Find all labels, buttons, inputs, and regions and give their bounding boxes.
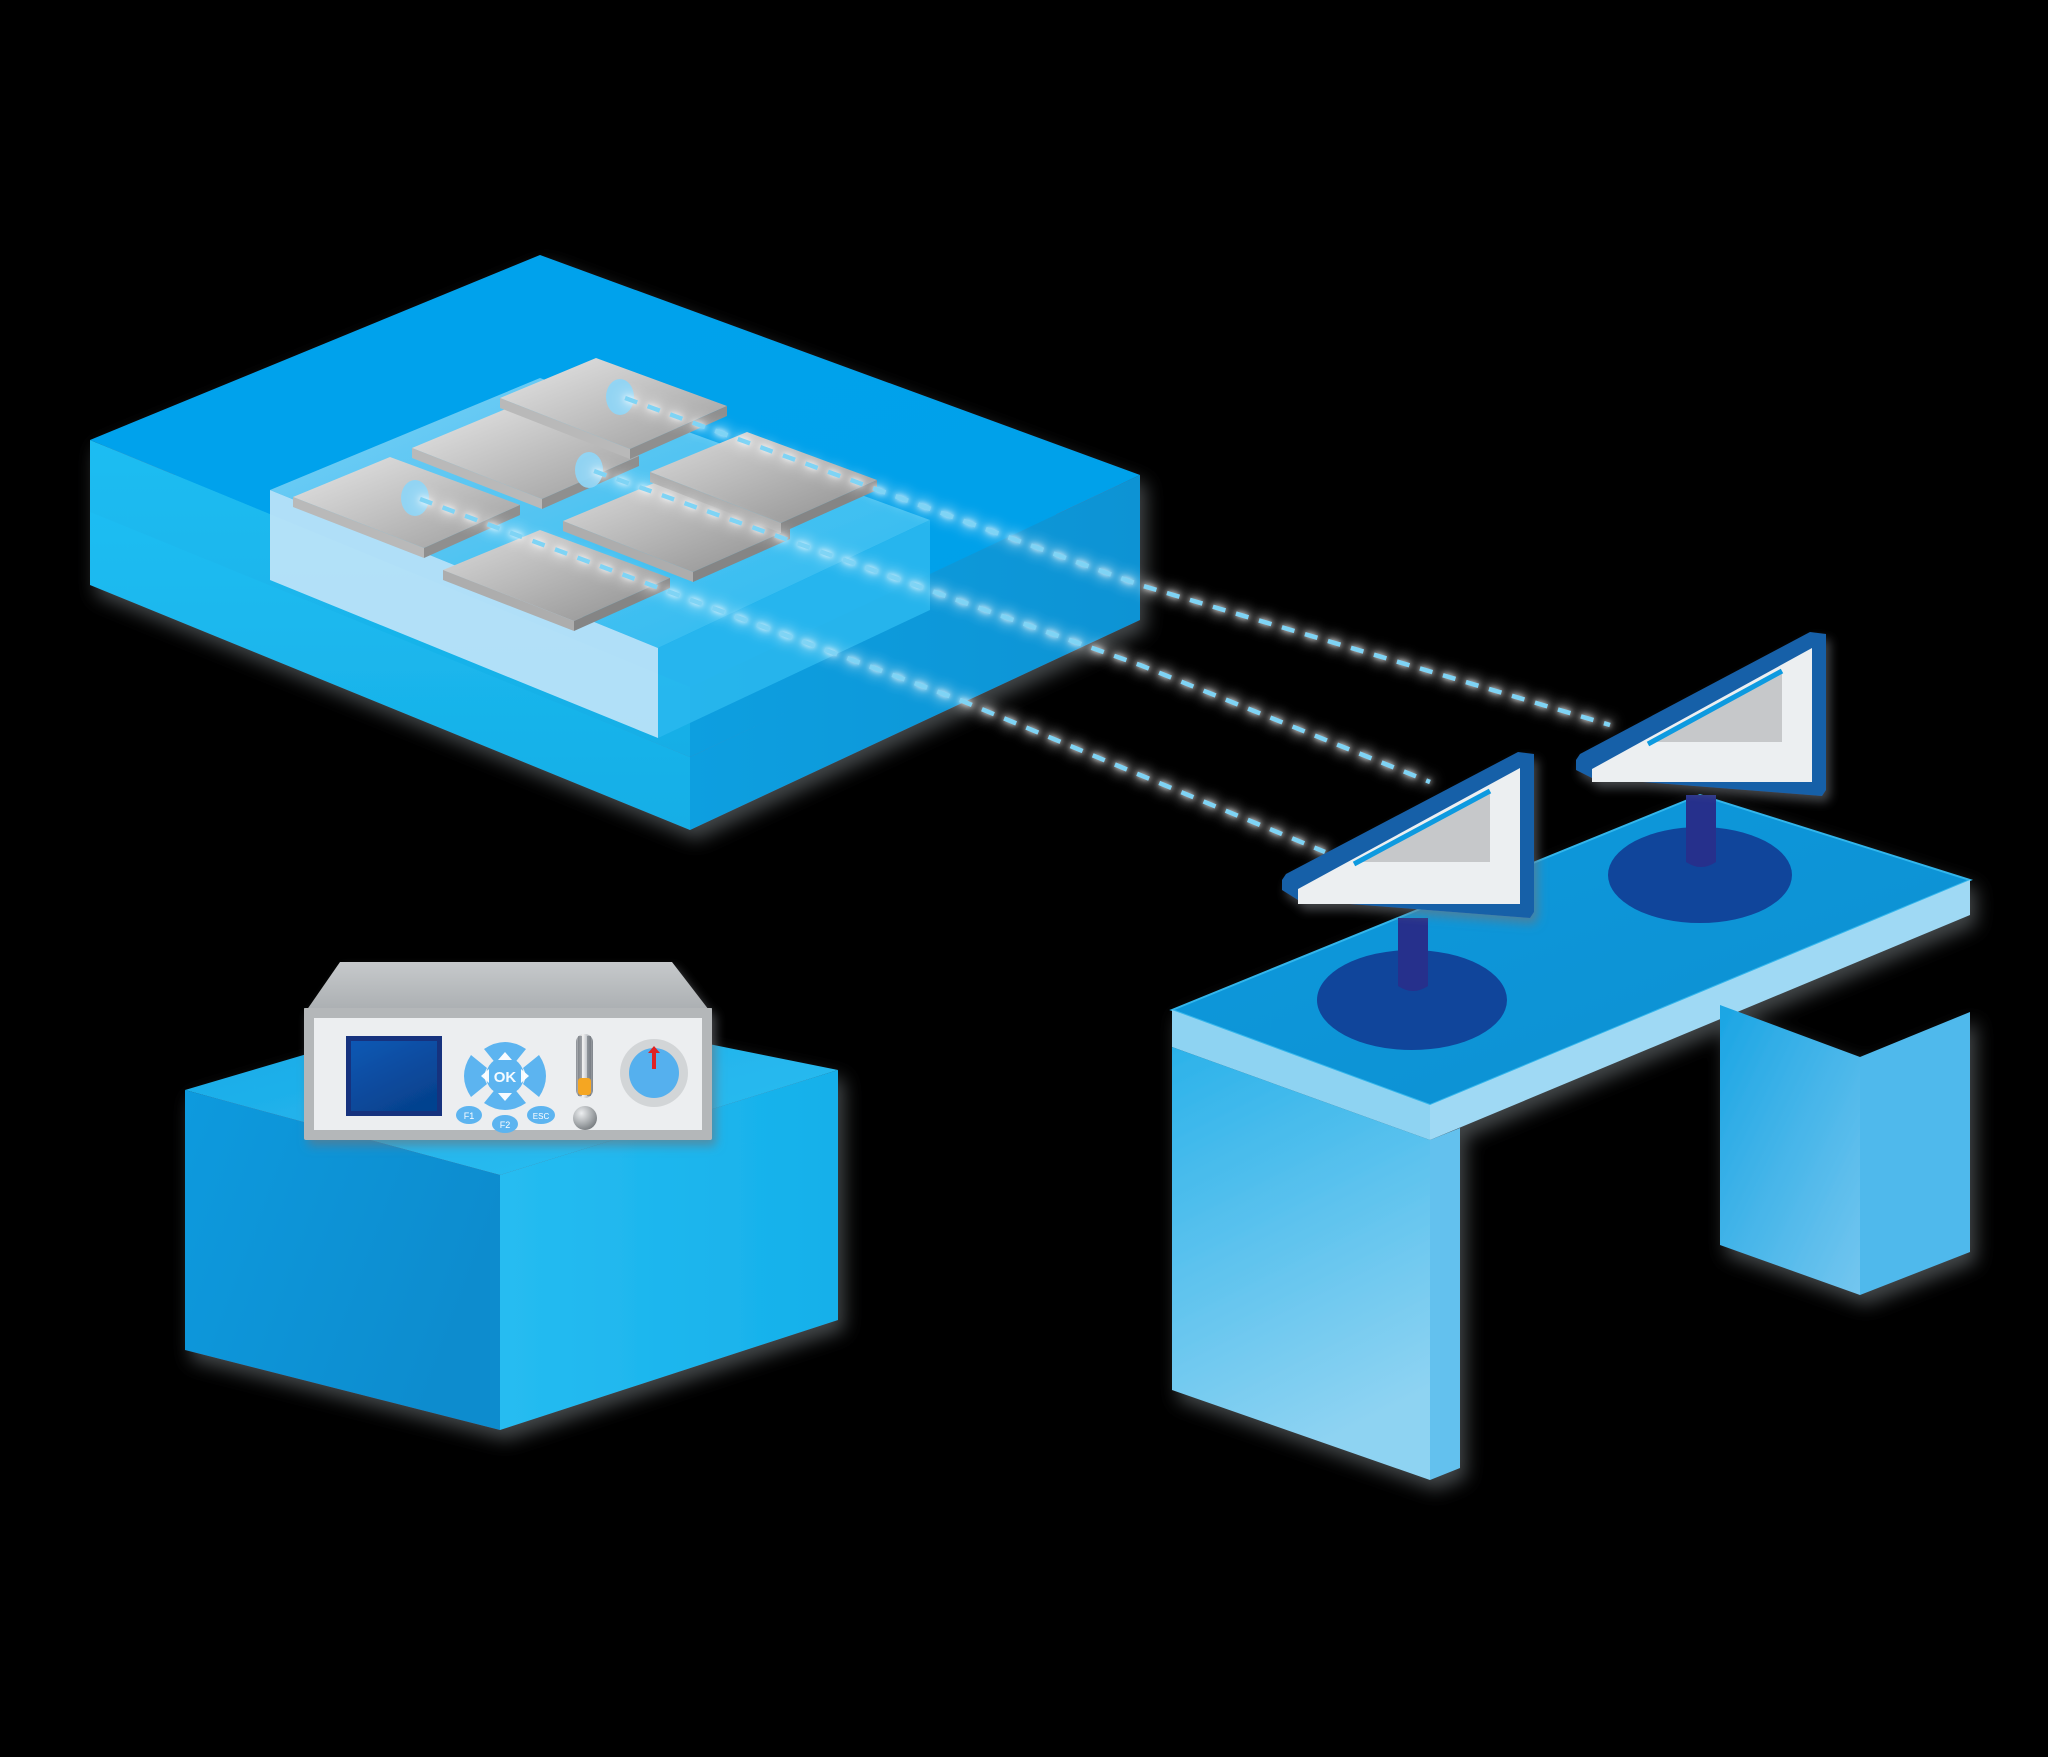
dpad-right-glyph (521, 1069, 529, 1083)
node-label-rack: Server rack chassis (4, 17, 144, 34)
node-label-desk: Workstation desk (4, 49, 127, 66)
blade-4[interactable] (443, 530, 670, 631)
dpad-ok-button[interactable] (486, 1057, 524, 1095)
server-rack[interactable] (90, 255, 1140, 830)
rack-base-right-side (690, 545, 1140, 830)
esc-button[interactable] (527, 1106, 555, 1124)
dpad-cluster: OK (464, 1042, 546, 1110)
monitor-left-label: Operator monitor 1 (4, 65, 138, 82)
dpad-ok-label: OK (494, 1069, 517, 1086)
monitor-right[interactable] (1576, 632, 1826, 923)
esc-label: ESC (533, 1112, 550, 1121)
dpad-right-button[interactable] (523, 1055, 546, 1097)
monitor-left-stand-base (1317, 950, 1507, 1050)
monitor-right-stand-neck (1686, 795, 1716, 867)
port-1[interactable] (606, 379, 634, 415)
status-led[interactable] (573, 1106, 597, 1130)
rotary-knob[interactable] (620, 1039, 688, 1107)
control-unit[interactable]: OK F1 F2 ESC (304, 962, 712, 1140)
desk-leg-right-side (1860, 1012, 1970, 1295)
rack-bay-right-wall (658, 520, 930, 738)
knob-needle-tip (648, 1046, 660, 1053)
knob-needle (652, 1050, 656, 1069)
dpad-left-button[interactable] (464, 1055, 487, 1097)
monitor-right-label: Operator monitor 2 (4, 81, 138, 98)
rack-base-left-side (90, 510, 690, 830)
soft-key-row: F1 F2 ESC (456, 1106, 555, 1133)
dpad-left-glyph (481, 1069, 489, 1083)
lcd-display[interactable] (351, 1041, 437, 1111)
monitor-left-screen-accent (1352, 788, 1492, 867)
connection-lines (419, 395, 1611, 855)
desk-leg-left-side (1430, 1128, 1460, 1480)
connection-line-1 (624, 395, 1611, 728)
connection-line-2 (593, 468, 1431, 785)
blade-6[interactable] (650, 432, 877, 533)
connection-line-3 (419, 496, 1326, 855)
level-gauge-hatch-right (587, 1036, 591, 1096)
level-gauge-hatch-left (578, 1036, 582, 1096)
knob-face[interactable] (629, 1048, 679, 1098)
blade-group-row-2 (443, 432, 877, 631)
level-gauge[interactable] (576, 1034, 593, 1098)
desk-front-edge (1172, 1010, 1430, 1140)
pedestal-left-face (185, 1090, 500, 1430)
dpad-down-glyph (498, 1093, 512, 1101)
blade-5[interactable] (563, 481, 790, 582)
f1-button[interactable] (456, 1106, 482, 1124)
monitor-right-screen-accent (1646, 668, 1784, 747)
f1-label: F1 (464, 1111, 475, 1121)
monitor-left-stand-neck (1398, 918, 1428, 991)
desk-leg-right-front (1720, 1005, 1860, 1295)
monitor-right-stand-base (1608, 827, 1792, 923)
monitor-left[interactable] (1282, 752, 1534, 1050)
desk-right-edge (1430, 880, 1970, 1140)
rack-ports (401, 379, 634, 516)
node-label-control: Control unit on pedestal (4, 33, 173, 50)
diagram-title: Isometric data-center infrastructure dia… (4, 1, 314, 18)
dpad-up-glyph (498, 1052, 512, 1060)
port-2[interactable] (575, 452, 603, 488)
f2-button[interactable] (492, 1115, 518, 1133)
rack-bay-left-wall (270, 490, 658, 738)
pedestal-right-face (500, 1070, 838, 1430)
desk-leg-left-front (1172, 1047, 1430, 1480)
f2-label: F2 (500, 1120, 511, 1130)
level-gauge-fill (578, 1078, 591, 1095)
port-3[interactable] (401, 480, 429, 516)
control-unit-top (304, 962, 712, 1014)
